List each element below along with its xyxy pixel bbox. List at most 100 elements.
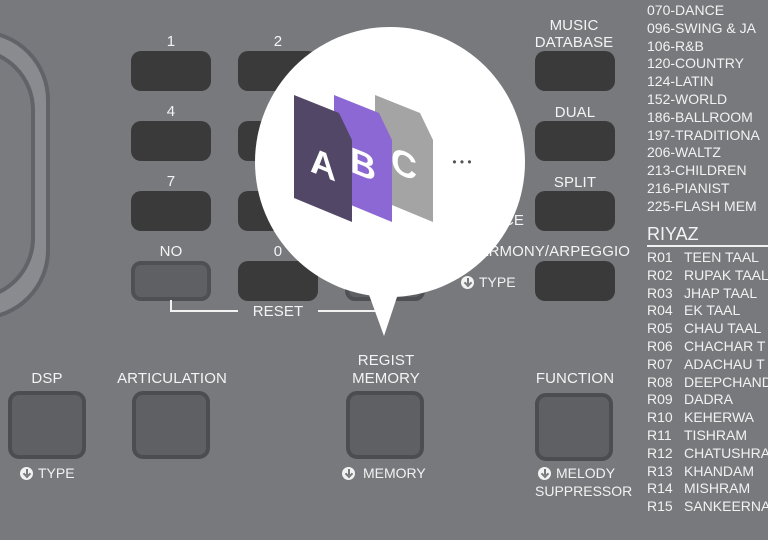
style-number: 225 bbox=[647, 197, 671, 214]
style-number: 124 bbox=[647, 73, 671, 90]
style-list-item: 070 - DANCE bbox=[647, 2, 760, 20]
style-number: 070 bbox=[647, 2, 671, 18]
riyaz-code: R11 bbox=[647, 426, 672, 443]
riyaz-name: KEHERWA bbox=[684, 409, 755, 426]
separator: - bbox=[670, 37, 676, 54]
riyaz-name: ADACHAU T bbox=[684, 355, 765, 372]
riyaz-name: JHAP TAAL bbox=[684, 284, 758, 301]
key-7[interactable] bbox=[131, 191, 211, 231]
separator: - bbox=[670, 90, 676, 107]
dual-button[interactable] bbox=[535, 121, 615, 161]
riyaz-code: R07 bbox=[647, 355, 673, 372]
style-name: WALTZ bbox=[675, 144, 721, 161]
riyaz-list-item: R03 JHAP TAAL bbox=[647, 285, 768, 303]
style-name: PIANIST bbox=[675, 179, 730, 196]
articulation-label: ARTICULATION bbox=[117, 370, 227, 387]
riyaz-code: R03 bbox=[647, 284, 673, 301]
function-label: FUNCTION bbox=[535, 370, 615, 387]
dual-label: DUAL bbox=[554, 104, 596, 121]
style-list-item: 106 - R&B bbox=[647, 38, 760, 56]
style-name: SWING & JA bbox=[675, 19, 756, 36]
riyaz-list-item: R11 TISHRAM bbox=[647, 427, 768, 445]
key-7-label: 7 bbox=[166, 173, 176, 190]
riyaz-name: MISHRAM bbox=[684, 480, 751, 497]
style-name: FLASH MEM bbox=[675, 197, 757, 214]
split-label: SPLIT bbox=[553, 174, 597, 191]
riyaz-code: R05 bbox=[647, 320, 673, 337]
riyaz-code: R14 bbox=[647, 480, 673, 497]
separator: - bbox=[670, 108, 676, 125]
riyaz-name: KHANDAM bbox=[684, 462, 755, 479]
key-no[interactable] bbox=[131, 261, 211, 301]
music-database-label-2: DATABASE bbox=[534, 34, 614, 51]
style-list-item: 124 - LATIN bbox=[647, 73, 760, 91]
style-list-item: 152 - WORLD bbox=[647, 91, 760, 109]
style-name: TRADITIONA bbox=[675, 126, 760, 143]
separator: - bbox=[670, 73, 676, 90]
style-number: 106 bbox=[647, 37, 671, 54]
regist-memory-label-1: REGIST bbox=[357, 352, 415, 369]
articulation-button[interactable] bbox=[132, 391, 210, 459]
style-number: 152 bbox=[647, 90, 671, 107]
riyaz-name: TEEN TAAL bbox=[684, 249, 759, 265]
riyaz-code: R09 bbox=[647, 391, 673, 408]
style-name: WORLD bbox=[675, 90, 728, 107]
separator: - bbox=[670, 19, 676, 36]
style-list-item: 206 - WALTZ bbox=[647, 144, 760, 162]
style-list-item: 120 - COUNTRY bbox=[647, 55, 760, 73]
riyaz-code: R08 bbox=[647, 373, 673, 390]
separator: - bbox=[670, 162, 676, 179]
split-button[interactable] bbox=[535, 191, 615, 231]
style-name: CHILDREN bbox=[675, 162, 747, 179]
function-sub-2: SUPPRESSOR bbox=[535, 483, 632, 499]
reset-bracket-left bbox=[170, 300, 172, 312]
press-hold-icon bbox=[342, 466, 355, 480]
riyaz-title: RIYAZ bbox=[647, 224, 699, 244]
card-a bbox=[294, 95, 352, 222]
style-name: R&B bbox=[675, 37, 704, 54]
separator: - bbox=[670, 197, 676, 214]
style-list-item: 096 - SWING & JA bbox=[647, 20, 760, 38]
press-hold-icon bbox=[20, 466, 33, 480]
style-list-item: 213 - CHILDREN bbox=[647, 162, 760, 180]
music-database-button[interactable] bbox=[535, 51, 615, 91]
separator: - bbox=[670, 144, 676, 161]
riyaz-name: EK TAAL bbox=[684, 302, 741, 319]
reset-label: RESET bbox=[252, 303, 304, 320]
riyaz-list-item: R01 TEEN TAAL bbox=[647, 249, 768, 267]
style-number: 213 bbox=[647, 162, 671, 179]
function-button[interactable] bbox=[535, 393, 613, 461]
key-0[interactable] bbox=[238, 261, 318, 301]
dsp-type-sub: TYPE bbox=[20, 465, 75, 481]
dsp-button[interactable] bbox=[8, 391, 86, 459]
separator: - bbox=[670, 126, 676, 143]
key-4-label: 4 bbox=[166, 103, 176, 120]
harmony-arpeggio-button[interactable] bbox=[535, 261, 615, 301]
riyaz-list-item: R07 ADACHAU T bbox=[647, 356, 768, 374]
riyaz-code: R01 bbox=[647, 249, 673, 265]
separator: - bbox=[670, 55, 676, 72]
separator: - bbox=[670, 2, 676, 18]
style-name: BALLROOM bbox=[675, 108, 753, 125]
style-number: 120 bbox=[647, 55, 671, 72]
key-4[interactable] bbox=[131, 121, 211, 161]
regist-memory-button[interactable] bbox=[346, 391, 424, 459]
riyaz-name: DADRA bbox=[684, 391, 734, 408]
function-sub-label-2: SUPPRESSOR bbox=[535, 483, 633, 499]
style-list-item: 216 - PIANIST bbox=[647, 180, 760, 198]
dsp-type-label: TYPE bbox=[38, 465, 75, 481]
riyaz-name: TISHRAM bbox=[684, 426, 747, 443]
riyaz-list-item: R09 DADRA bbox=[647, 391, 768, 409]
key-1[interactable] bbox=[131, 51, 211, 91]
style-number: 206 bbox=[647, 144, 671, 161]
riyaz-name: CHAU TAAL bbox=[684, 320, 762, 337]
style-number: 197 bbox=[647, 126, 671, 143]
key-no-label: NO bbox=[159, 243, 183, 260]
riyaz-code: R10 bbox=[647, 409, 673, 426]
